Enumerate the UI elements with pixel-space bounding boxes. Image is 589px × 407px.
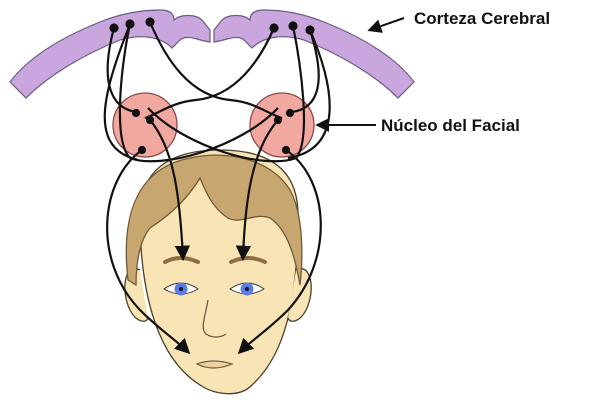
nucleus-label: Núcleo del Facial [381,116,520,135]
right-cortex [214,10,414,98]
head [125,150,311,394]
cortex-label: Corteza Cerebral [414,9,550,28]
label-cortex: Corteza Cerebral [370,9,550,30]
cerebral-cortex [10,10,414,98]
label-nucleus: Núcleo del Facial [318,116,520,135]
